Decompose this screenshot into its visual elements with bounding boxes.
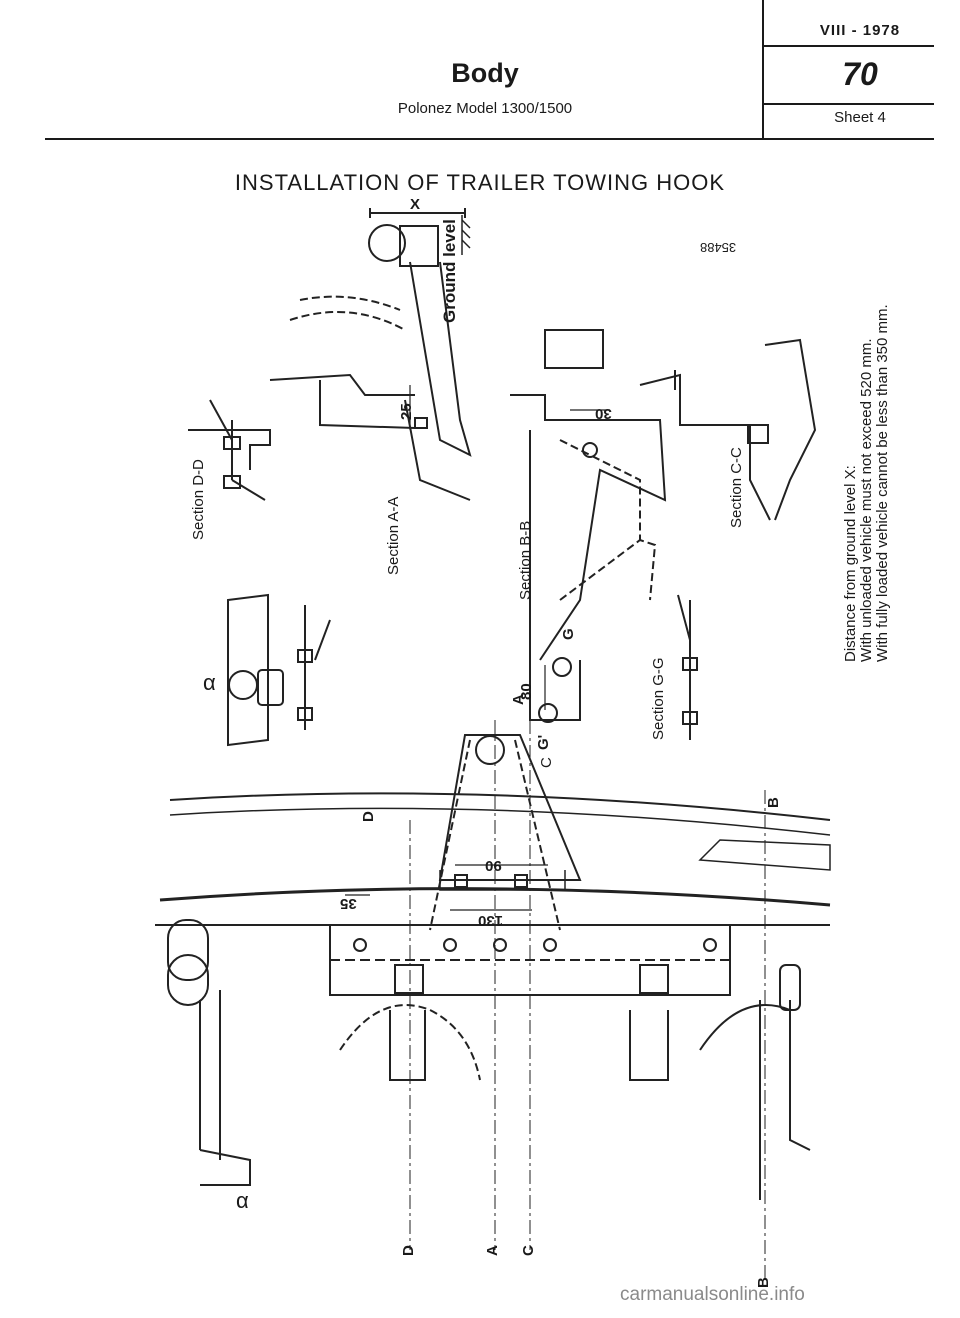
section-gg-label: Section G-G [650,657,667,740]
header-rule-bottom [45,138,934,140]
document-subtitle: Polonez Model 1300/1500 [397,100,573,117]
header-vertical-rule [762,0,764,140]
section-gg-detail [677,594,698,740]
ground-level-label: Ground level [440,219,459,323]
section-aa-label: Section A-A [385,496,402,575]
revision-label: VIII - 1978 [819,22,901,39]
alpha-label-top: α [203,670,216,695]
dimension-30: 30 [595,405,612,422]
alpha-detail [227,593,331,747]
ground-level-mark [461,215,471,255]
center-lines [409,720,766,1280]
section-cc-detail [639,338,817,521]
marker-a-upper: A [510,694,527,705]
section-bb-label: Section B-B [517,520,534,600]
distance-note-line2: With unloaded vehicle must not exceed 52… [858,338,875,662]
dimension-130: 130 [478,912,504,929]
page-heading: INSTALLATION OF TRAILER TOWING HOOK [234,170,726,195]
rear-cross-member [155,792,831,996]
section-bb-detail [510,329,667,723]
section-dd-label: Section D-D [190,459,207,540]
dimension-25: 25 [398,403,415,420]
marker-g: G [560,628,577,640]
tow-bar-mount [429,734,582,931]
frame-rails [167,839,831,1200]
marker-a-lower: A [484,1245,501,1256]
section-dd-detail [188,399,271,501]
tow-ball-assembly [269,208,472,501]
marker-c-lower: C [520,1245,537,1256]
alpha-label-bottom: α [236,1188,249,1213]
section-cc-label: Section C-C [728,447,745,528]
dimension-90: 90 [485,857,502,874]
drawing-number: 35488 [700,240,737,255]
dimension-35: 35 [340,895,357,912]
watermark-text: carmanualsonline.info [620,1284,805,1305]
distance-note-line1: Distance from ground level X: [842,465,859,662]
dimension-x: X [410,196,421,213]
marker-c-upper: C [538,757,555,768]
dimension-lines [345,385,610,911]
marker-d-lower: D [400,1245,417,1256]
sheet-label: Sheet 4 [834,109,886,126]
marker-g-prime: G' [535,734,552,750]
document-title: Body [451,58,519,88]
distance-note-line3: With fully loaded vehicle cannot be less… [874,304,891,662]
header-rule-mid [762,103,934,105]
marker-b-upper: B [765,797,782,808]
group-number: 70 [842,56,878,92]
header-rule-top [762,45,934,47]
marker-d-upper: D [360,811,377,822]
